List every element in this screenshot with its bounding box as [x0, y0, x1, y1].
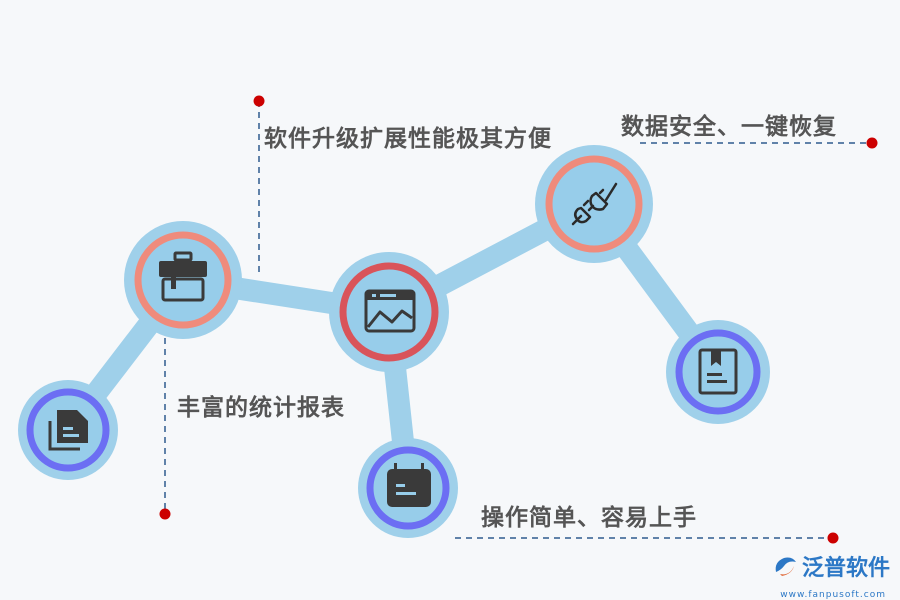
- brand-name: 泛普软件: [801, 556, 890, 581]
- dot-security: [866, 137, 878, 149]
- dot-reports: [159, 508, 171, 520]
- brand-logo: 泛普软件: [772, 550, 890, 582]
- document-stack-icon: [48, 410, 88, 451]
- node-chart: [329, 252, 449, 372]
- leader-dots: [159, 95, 878, 544]
- book-icon: [698, 348, 738, 395]
- node-toolbox: [124, 221, 242, 339]
- label-easy: 操作简单、容易上手: [481, 505, 697, 531]
- leaders: [164, 101, 872, 539]
- label-security: 数据安全、一键恢复: [621, 114, 837, 140]
- brand-url: www.fanpusoft.com: [780, 590, 886, 600]
- node-book: [666, 320, 770, 424]
- picture-chart-icon: [364, 289, 416, 333]
- label-upgrade: 软件升级扩展性能极其方便: [264, 126, 552, 152]
- toolbox-icon: [159, 251, 207, 302]
- node-calendar: [358, 438, 458, 538]
- dot-easy: [827, 532, 839, 544]
- dot-upgrade: [253, 95, 265, 107]
- plug-icon: [571, 182, 618, 226]
- node-plug: [535, 145, 653, 263]
- brand-logo-icon: [775, 557, 796, 576]
- calendar-icon: [387, 463, 431, 507]
- label-reports: 丰富的统计报表: [177, 395, 345, 421]
- node-document: [18, 380, 118, 480]
